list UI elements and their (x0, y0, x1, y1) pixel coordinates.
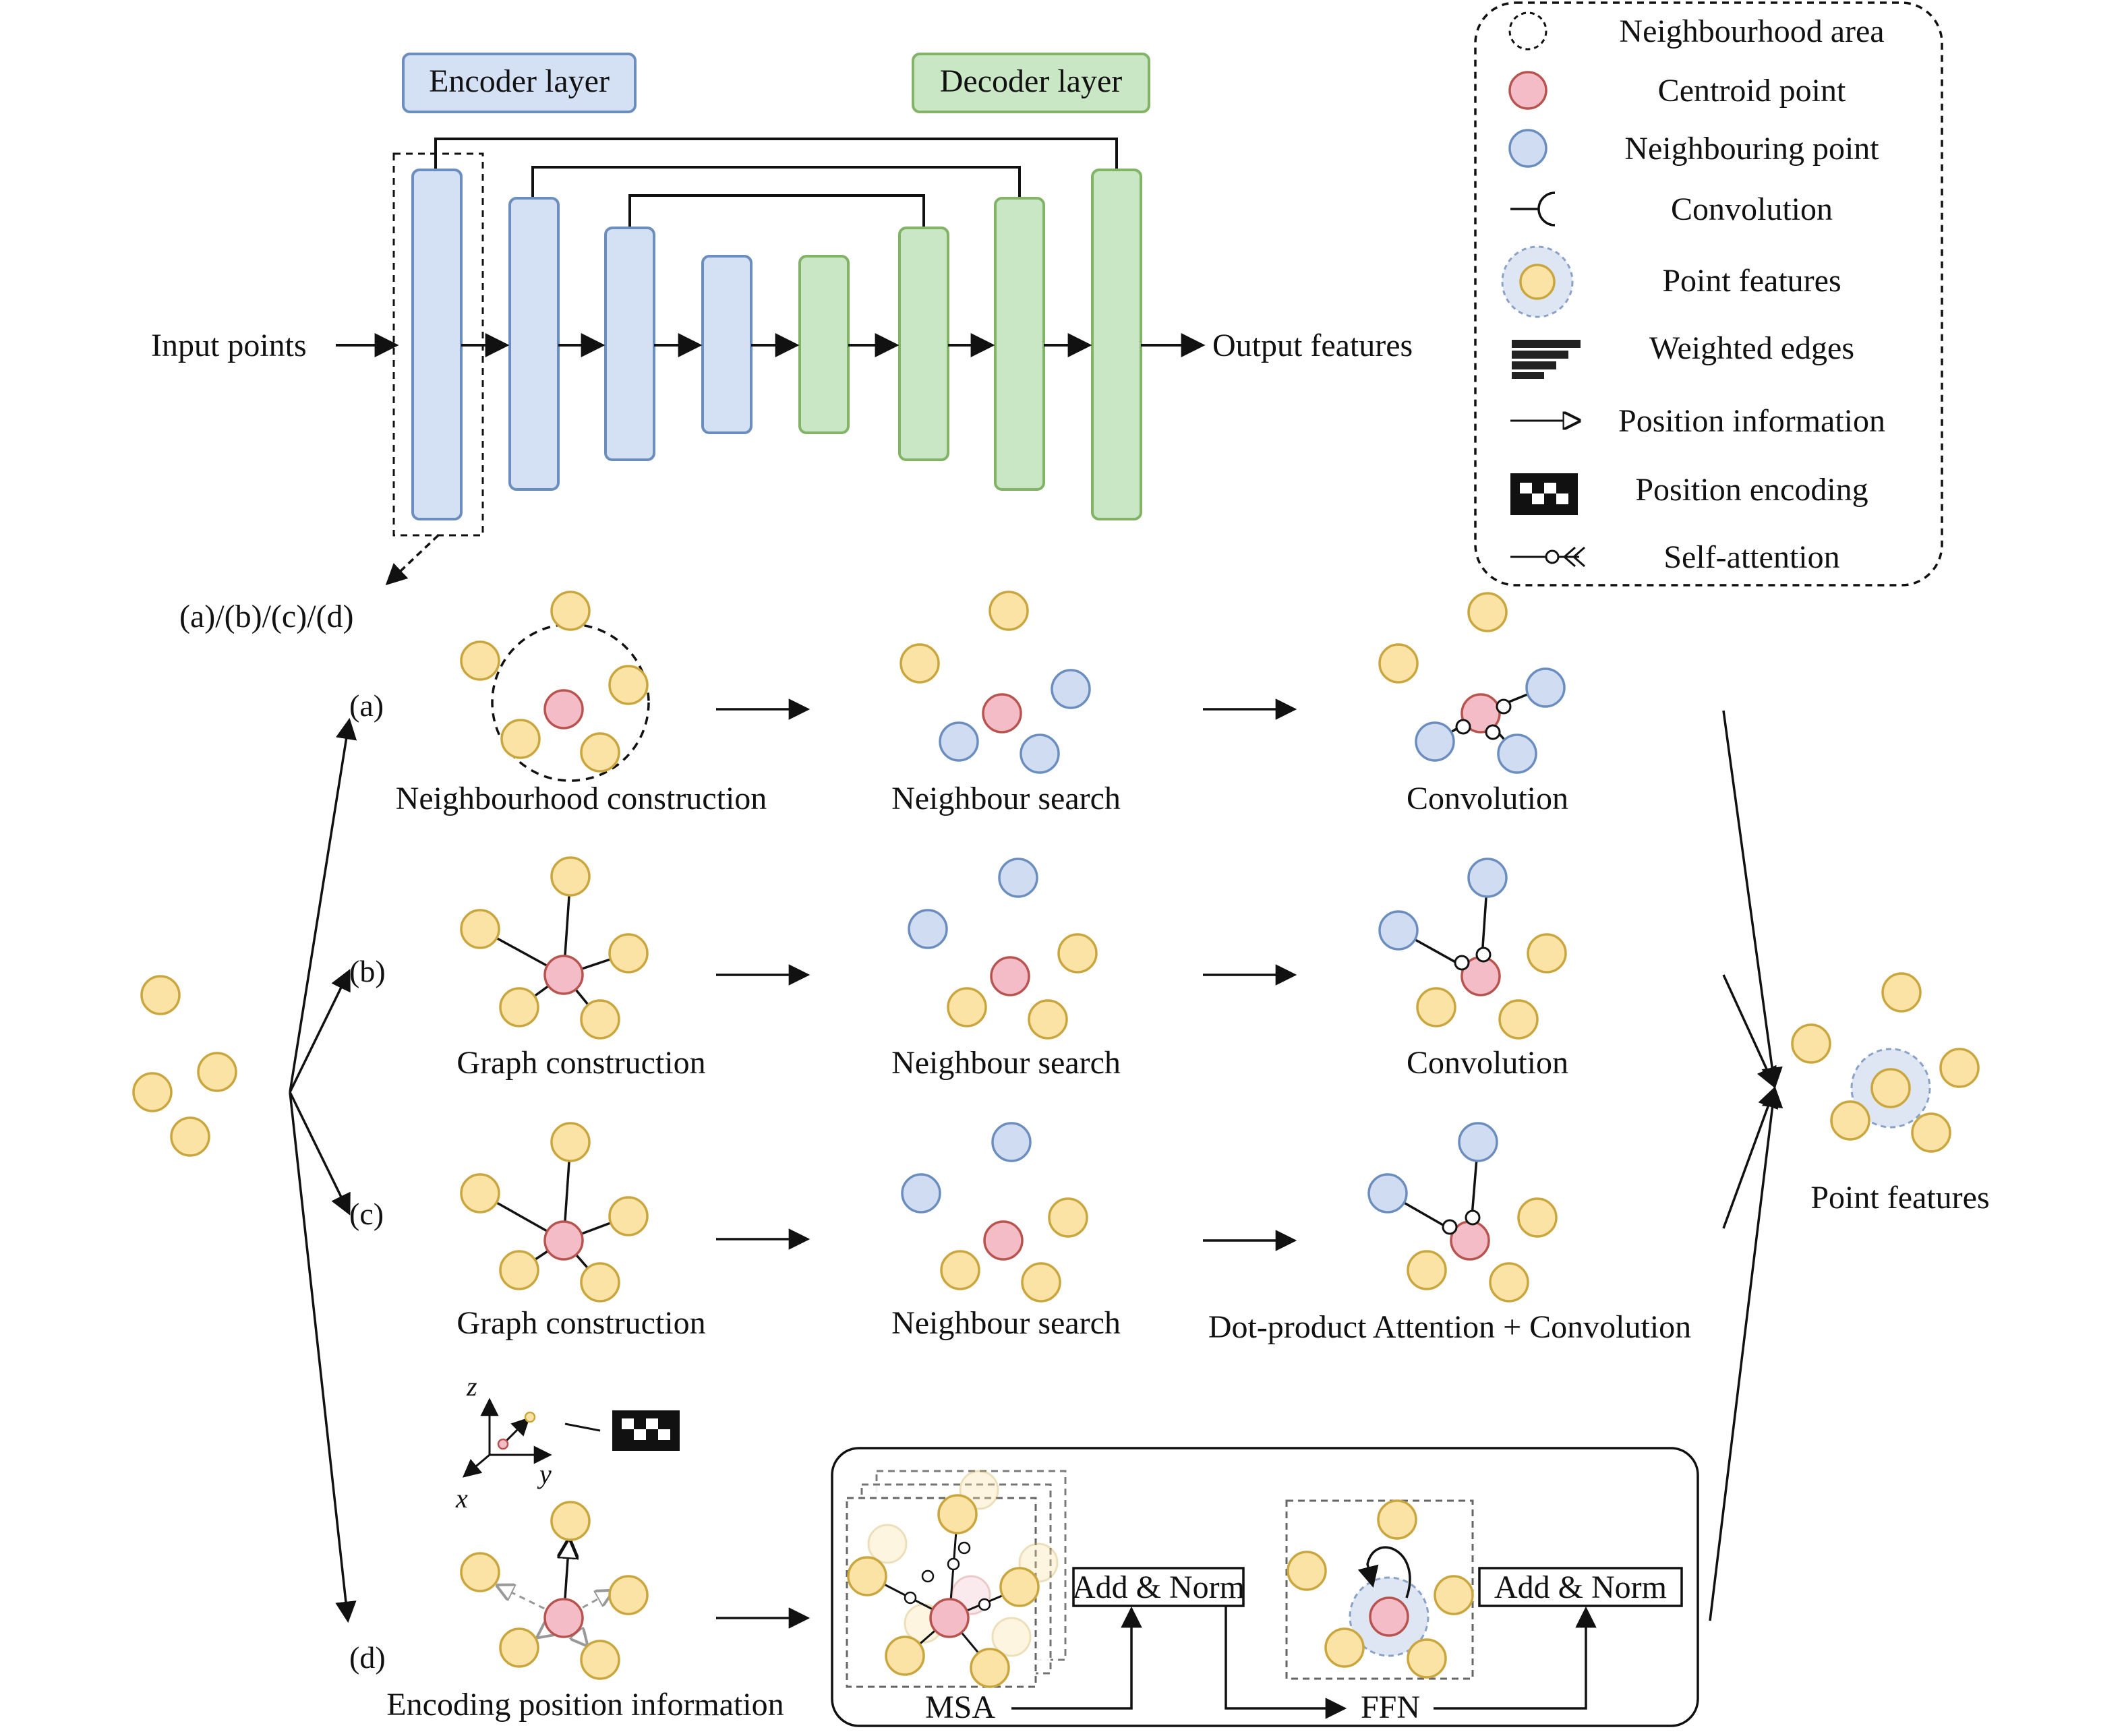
branch-c-step2 (901, 1122, 1088, 1303)
result-label: Point features (1810, 1180, 1989, 1216)
encoder-label-box (402, 53, 637, 113)
decoder-blocks (798, 169, 1142, 520)
decoder-block-4 (1091, 169, 1142, 520)
encoder-block-3 (604, 227, 655, 461)
detail-label: (a)/(b)/(c)/(d) (179, 599, 354, 634)
dashed-circle-icon (1508, 11, 1547, 51)
output-features-label: Output features (1212, 328, 1413, 363)
legend-label-6: Weighted edges (1649, 330, 1854, 366)
branch-b-step3 (1378, 858, 1567, 1040)
ffn-box (1285, 1499, 1474, 1680)
encoder-label: Encoder layer (429, 63, 610, 99)
branch-a-step3 (1378, 592, 1566, 774)
branch-a-step1-label: Neighbourhood construction (396, 781, 767, 816)
axis-z-label: z (466, 1371, 477, 1402)
architecture: Encoder layer Decoder layer (151, 53, 1413, 634)
result-point-features (1791, 972, 1980, 1153)
branch-a-tag: (a) (349, 688, 384, 723)
add-norm-label-1: Add & Norm (1072, 1569, 1245, 1605)
transformer-block (831, 1447, 1699, 1727)
weighted-edges-icon (1512, 340, 1581, 379)
legend-label-7: Position information (1618, 403, 1885, 439)
encoder-blocks (411, 169, 753, 520)
msa-label: MSA (925, 1689, 995, 1725)
branch-c: Graph construction Neighbour search (456, 1122, 1691, 1345)
legend-label-8: Position encoding (1635, 472, 1868, 508)
branch-b-step3-label: Convolution (1407, 1045, 1568, 1081)
axis-y-label: y (537, 1459, 552, 1489)
decoder-label: Decoder layer (940, 63, 1123, 99)
encoder-block-1 (411, 169, 463, 520)
legend: Neighbourhood area Centroid point Neighb… (1474, 1, 1943, 587)
add-norm-box-1 (1072, 1567, 1245, 1607)
ffn-label: FFN (1361, 1689, 1420, 1725)
branch-b-step1 (460, 856, 649, 1040)
decoder-block-1 (798, 255, 850, 434)
legend-label-3: Neighbouring point (1624, 131, 1879, 167)
legend-label-1: Neighbourhood area (1619, 13, 1884, 49)
branch-a-step1 (460, 591, 650, 782)
converge-arrows (1709, 710, 1783, 1621)
axis-x-label: x (455, 1483, 468, 1514)
decoder-label-box (912, 53, 1150, 113)
encoding-arrow (564, 1423, 601, 1432)
branch-c-step1 (460, 1122, 649, 1303)
branch-b-step1-label: Graph construction (456, 1045, 705, 1081)
decoder-block-3 (994, 197, 1045, 491)
branch-arrows (289, 717, 357, 1623)
branch-b-step2 (908, 858, 1098, 1040)
branch-b-tag: (b) (349, 954, 386, 988)
encoder-block-2 (508, 197, 560, 491)
branch-a: Neighbourhood construction Neighbour sea… (396, 591, 1568, 816)
centroid-point-icon (1508, 71, 1547, 110)
point-features-icon (1501, 245, 1574, 318)
encoder-block-4 (701, 255, 753, 434)
branch-d-tag: (d) (349, 1640, 386, 1675)
legend-label-4: Convolution (1671, 191, 1833, 227)
branch-a-step2 (899, 591, 1091, 774)
branch-b-step2-label: Neighbour search (891, 1045, 1121, 1081)
legend-frame (1474, 1, 1943, 587)
branch-b: Graph construction Neighbour search (456, 856, 1568, 1081)
position-encoding-icon (1510, 473, 1578, 515)
legend-label-5: Point features (1662, 263, 1841, 299)
branch-c-step2-label: Neighbour search (891, 1305, 1121, 1341)
convolution-icon (1510, 191, 1556, 227)
branch-d: z y x (386, 1371, 1699, 1727)
msa-heads (846, 1470, 1067, 1688)
branch-c-tag: (c) (349, 1197, 384, 1231)
branch-c-step1-label: Graph construction (456, 1305, 705, 1341)
coordinate-axes-icon (462, 1398, 552, 1478)
add-norm-label-2: Add & Norm (1494, 1569, 1667, 1605)
branch-d-step1 (460, 1501, 649, 1680)
input-cloud (132, 975, 237, 1157)
branch-d-step1-label: Encoding position information (386, 1687, 784, 1723)
legend-label-2: Centroid point (1658, 73, 1846, 109)
legend-label-9: Self-attention (1663, 539, 1839, 575)
add-norm-box-2 (1478, 1567, 1683, 1607)
branch-c-step3 (1367, 1122, 1558, 1303)
self-attention-icon (1510, 546, 1585, 568)
position-encoding-block (612, 1410, 680, 1451)
transformer-routing (1011, 1606, 1597, 1719)
branch-c-step3-label: Dot-product Attention + Convolution (1208, 1309, 1691, 1345)
decoder-block-2 (898, 227, 949, 461)
detail-arrow (385, 534, 440, 586)
neighbouring-point-icon (1508, 129, 1547, 168)
branch-a-step3-label: Convolution (1407, 781, 1568, 816)
input-points-label: Input points (151, 328, 307, 363)
branch-a-step2-label: Neighbour search (891, 781, 1121, 816)
